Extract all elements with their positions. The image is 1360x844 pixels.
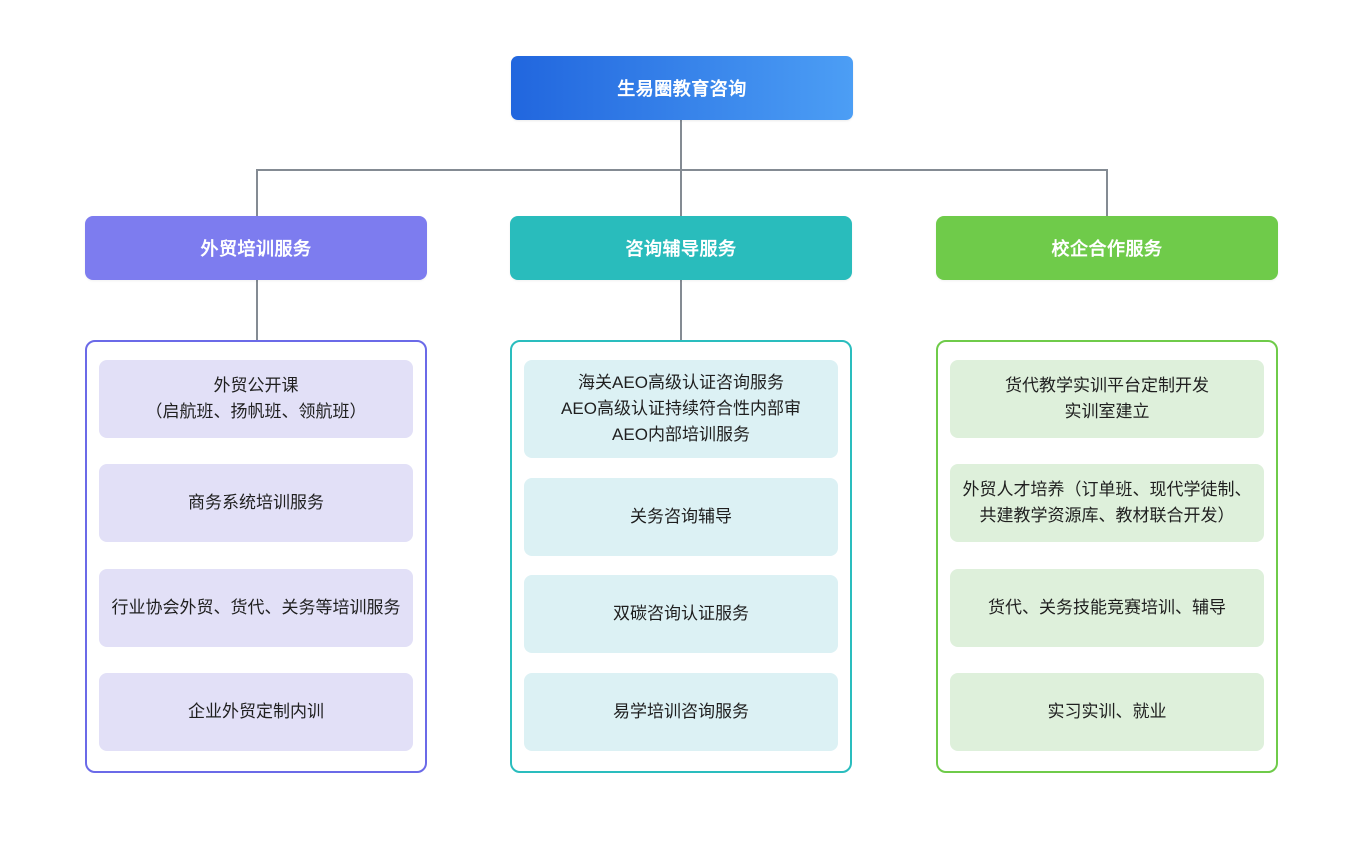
service-item: 外贸公开课 （启航班、扬帆班、领航班） (99, 360, 413, 438)
connector-horizontal (256, 169, 1108, 171)
panel-consulting-coaching: 海关AEO高级认证咨询服务 AEO高级认证持续符合性内部审 AEO内部培训服务 … (510, 340, 852, 773)
connector-header-panel-2 (680, 280, 682, 340)
connector-root-down (680, 120, 682, 170)
branch-header-foreign-trade-training: 外贸培训服务 (85, 216, 427, 280)
branch-header-label: 外贸培训服务 (200, 239, 312, 259)
service-item: 实习实训、就业 (950, 672, 1264, 751)
service-item: 关务咨询辅导 (524, 477, 838, 556)
panel-school-enterprise-cooperation: 货代教学实训平台定制开发 实训室建立 外贸人才培养（订单班、现代学徒制、共建教学… (936, 340, 1278, 773)
connector-header-panel-1 (256, 280, 258, 340)
branch-header-consulting-coaching: 咨询辅导服务 (510, 216, 852, 280)
branch-header-label: 校企合作服务 (1051, 239, 1163, 259)
branch-header-label: 咨询辅导服务 (625, 239, 737, 259)
connector-drop-branch-3 (1106, 169, 1108, 216)
connector-drop-branch-2 (680, 169, 682, 216)
service-item: 海关AEO高级认证咨询服务 AEO高级认证持续符合性内部审 AEO内部培训服务 (524, 360, 838, 458)
service-item: 双碳咨询认证服务 (524, 575, 838, 654)
service-item: 易学培训咨询服务 (524, 672, 838, 751)
service-item: 货代、关务技能竞赛培训、辅导 (950, 568, 1264, 647)
service-item: 企业外贸定制内训 (99, 672, 413, 751)
service-item: 外贸人才培养（订单班、现代学徒制、共建教学资源库、教材联合开发） (950, 464, 1264, 543)
branch-header-school-enterprise-cooperation: 校企合作服务 (936, 216, 1278, 280)
connector-drop-branch-1 (256, 169, 258, 216)
service-item: 行业协会外贸、货代、关务等培训服务 (99, 568, 413, 647)
service-item: 商务系统培训服务 (99, 464, 413, 543)
panel-foreign-trade-training: 外贸公开课 （启航班、扬帆班、领航班） 商务系统培训服务 行业协会外贸、货代、关… (85, 340, 427, 773)
root-node: 生易圈教育咨询 (511, 56, 853, 120)
service-item: 货代教学实训平台定制开发 实训室建立 (950, 360, 1264, 438)
root-node-label: 生易圈教育咨询 (617, 79, 747, 99)
